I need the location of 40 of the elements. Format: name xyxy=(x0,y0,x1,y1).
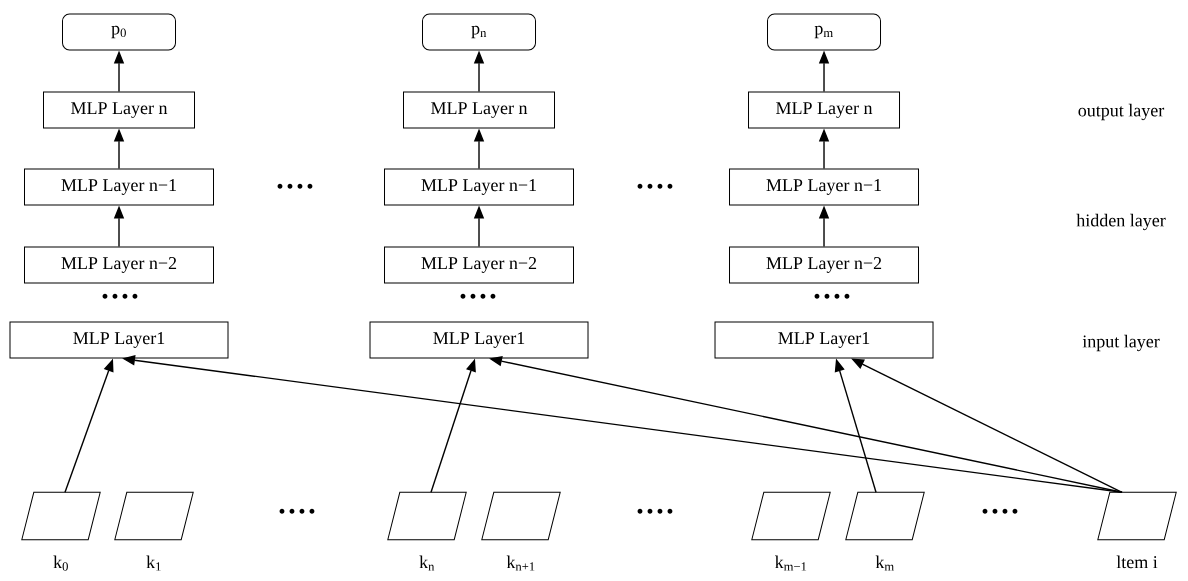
output-box: p$_{m}$ xyxy=(767,13,881,51)
layer-label: hidden layer xyxy=(1076,213,1166,231)
layer-box: MLP Layer n−1 xyxy=(384,168,574,206)
node-caption: k$_{n}$ xyxy=(419,555,435,571)
parallelogram-shape xyxy=(387,491,467,541)
ellipsis-dots: ···· xyxy=(279,508,315,514)
layer-label: output layer xyxy=(1078,103,1165,121)
parallelogram-shape xyxy=(845,491,925,541)
parallelogram-shape xyxy=(1097,491,1177,541)
node-caption: k$_{1}$ xyxy=(146,555,161,571)
layer-box: MLP Layer n xyxy=(748,91,900,129)
layer-box: MLP Layer n−2 xyxy=(24,246,214,284)
parallelogram-shape xyxy=(114,491,194,541)
node-caption: k$_{0}$ xyxy=(53,555,68,571)
layer-box: MLP Layer1 xyxy=(369,321,589,359)
ellipsis-dots: ···· xyxy=(982,508,1018,514)
layer-box: MLP Layer n−1 xyxy=(24,168,214,206)
node-caption: k$_{m−1}$ xyxy=(775,555,807,571)
output-box: p$_{0}$ xyxy=(62,13,176,51)
output-box: p$_{n}$ xyxy=(422,13,536,51)
ellipsis-dots: ···· xyxy=(814,293,850,299)
layer-box: MLP Layer1 xyxy=(9,321,229,359)
node-caption: k$_{n+1}$ xyxy=(506,555,535,571)
ellipsis-dots: ···· xyxy=(637,183,673,189)
ellipsis-dots: ···· xyxy=(460,293,496,299)
ellipsis-dots: ···· xyxy=(277,183,313,189)
ellipsis-dots: ···· xyxy=(102,293,138,299)
parallelogram-shape xyxy=(751,491,831,541)
node-caption: k$_{m}$ xyxy=(875,555,894,571)
layer-box: MLP Layer n−2 xyxy=(384,246,574,284)
parallelogram-shape xyxy=(21,491,101,541)
layer-box: MLP Layer n−1 xyxy=(729,168,919,206)
layer-box: MLP Layer1 xyxy=(714,321,934,359)
layer-box: MLP Layer n−2 xyxy=(729,246,919,284)
parallelogram-shape xyxy=(481,491,561,541)
node-caption: ltem i xyxy=(1116,555,1158,569)
layer-box: MLP Layer n xyxy=(403,91,555,129)
layer-label: input layer xyxy=(1082,334,1160,352)
ellipsis-dots: ···· xyxy=(637,508,673,514)
layer-box: MLP Layer n xyxy=(43,91,195,129)
